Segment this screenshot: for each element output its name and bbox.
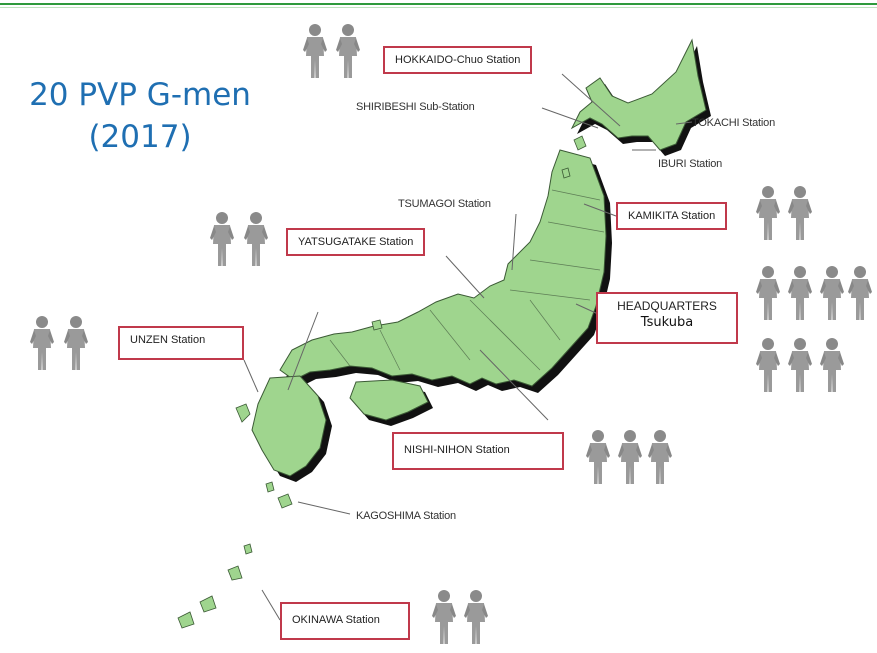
staff-icon xyxy=(303,24,327,78)
staff-group-hokkaido xyxy=(303,24,360,78)
shikoku-island xyxy=(349,379,433,426)
honshu-island xyxy=(279,149,612,393)
leader-lines xyxy=(243,73,693,621)
title-line-1: 20 PVP G-men xyxy=(29,77,251,113)
staff-group-yatsugatake xyxy=(210,212,268,266)
title-line-2: (2017) xyxy=(88,119,192,155)
staff-icon xyxy=(210,212,234,266)
hokkaido-chuo-station-label: HOKKAIDO-Chuo Station xyxy=(383,46,533,74)
kyushu-island xyxy=(251,375,332,482)
headquarters-station-label: HEADQUARTERS Tsukuba xyxy=(596,292,738,344)
staff-icon xyxy=(648,430,672,484)
staff-group-nishi-nihon xyxy=(586,430,672,484)
small-islands xyxy=(177,135,587,629)
staff-icon xyxy=(244,212,268,266)
staff-icon xyxy=(756,186,780,240)
staff-icon xyxy=(756,266,780,320)
shiribeshi-station-label: SHIRIBESHI Sub-Station xyxy=(356,101,475,113)
staff-icon xyxy=(756,338,780,392)
staff-icon xyxy=(788,186,812,240)
hokkaido-island xyxy=(570,38,711,156)
staff-icon xyxy=(336,24,360,78)
staff-icon xyxy=(432,590,456,644)
tokachi-station-label: TOKACHI Station xyxy=(692,117,775,129)
okinawa-station-label: OKINAWA Station xyxy=(280,602,410,640)
staff-icon xyxy=(64,316,88,370)
nishi-nihon-station-label: NISHI-NIHON Station xyxy=(392,432,564,470)
staff-group-kamikita xyxy=(756,186,812,240)
staff-icon xyxy=(788,266,812,320)
unzen-station-label: UNZEN Station xyxy=(118,326,244,360)
staff-icon xyxy=(30,316,54,370)
staff-group-okinawa xyxy=(432,590,488,644)
iburi-station-label: IBURI Station xyxy=(658,158,723,170)
staff-group-headquarters xyxy=(756,266,872,392)
headquarters-title: HEADQUARTERS xyxy=(617,299,717,313)
kagoshima-station-label: KAGOSHIMA Station xyxy=(356,510,456,522)
staff-icon xyxy=(788,338,812,392)
staff-icon xyxy=(820,266,844,320)
staff-icon xyxy=(618,430,642,484)
staff-icon xyxy=(848,266,872,320)
staff-group-unzen xyxy=(30,316,88,370)
yatsugatake-station-label: YATSUGATAKE Station xyxy=(286,228,426,256)
staff-icon xyxy=(586,430,610,484)
staff-icon xyxy=(820,338,844,392)
page-title: 20 PVP G-men (2017) xyxy=(0,74,280,158)
headquarters-location: Tsukuba xyxy=(640,315,694,330)
kamikita-station-label: KAMIKITA Station xyxy=(616,202,728,230)
top-rule xyxy=(0,3,877,8)
staff-icon xyxy=(464,590,488,644)
tsumagoi-station-label: TSUMAGOI Station xyxy=(398,198,491,210)
